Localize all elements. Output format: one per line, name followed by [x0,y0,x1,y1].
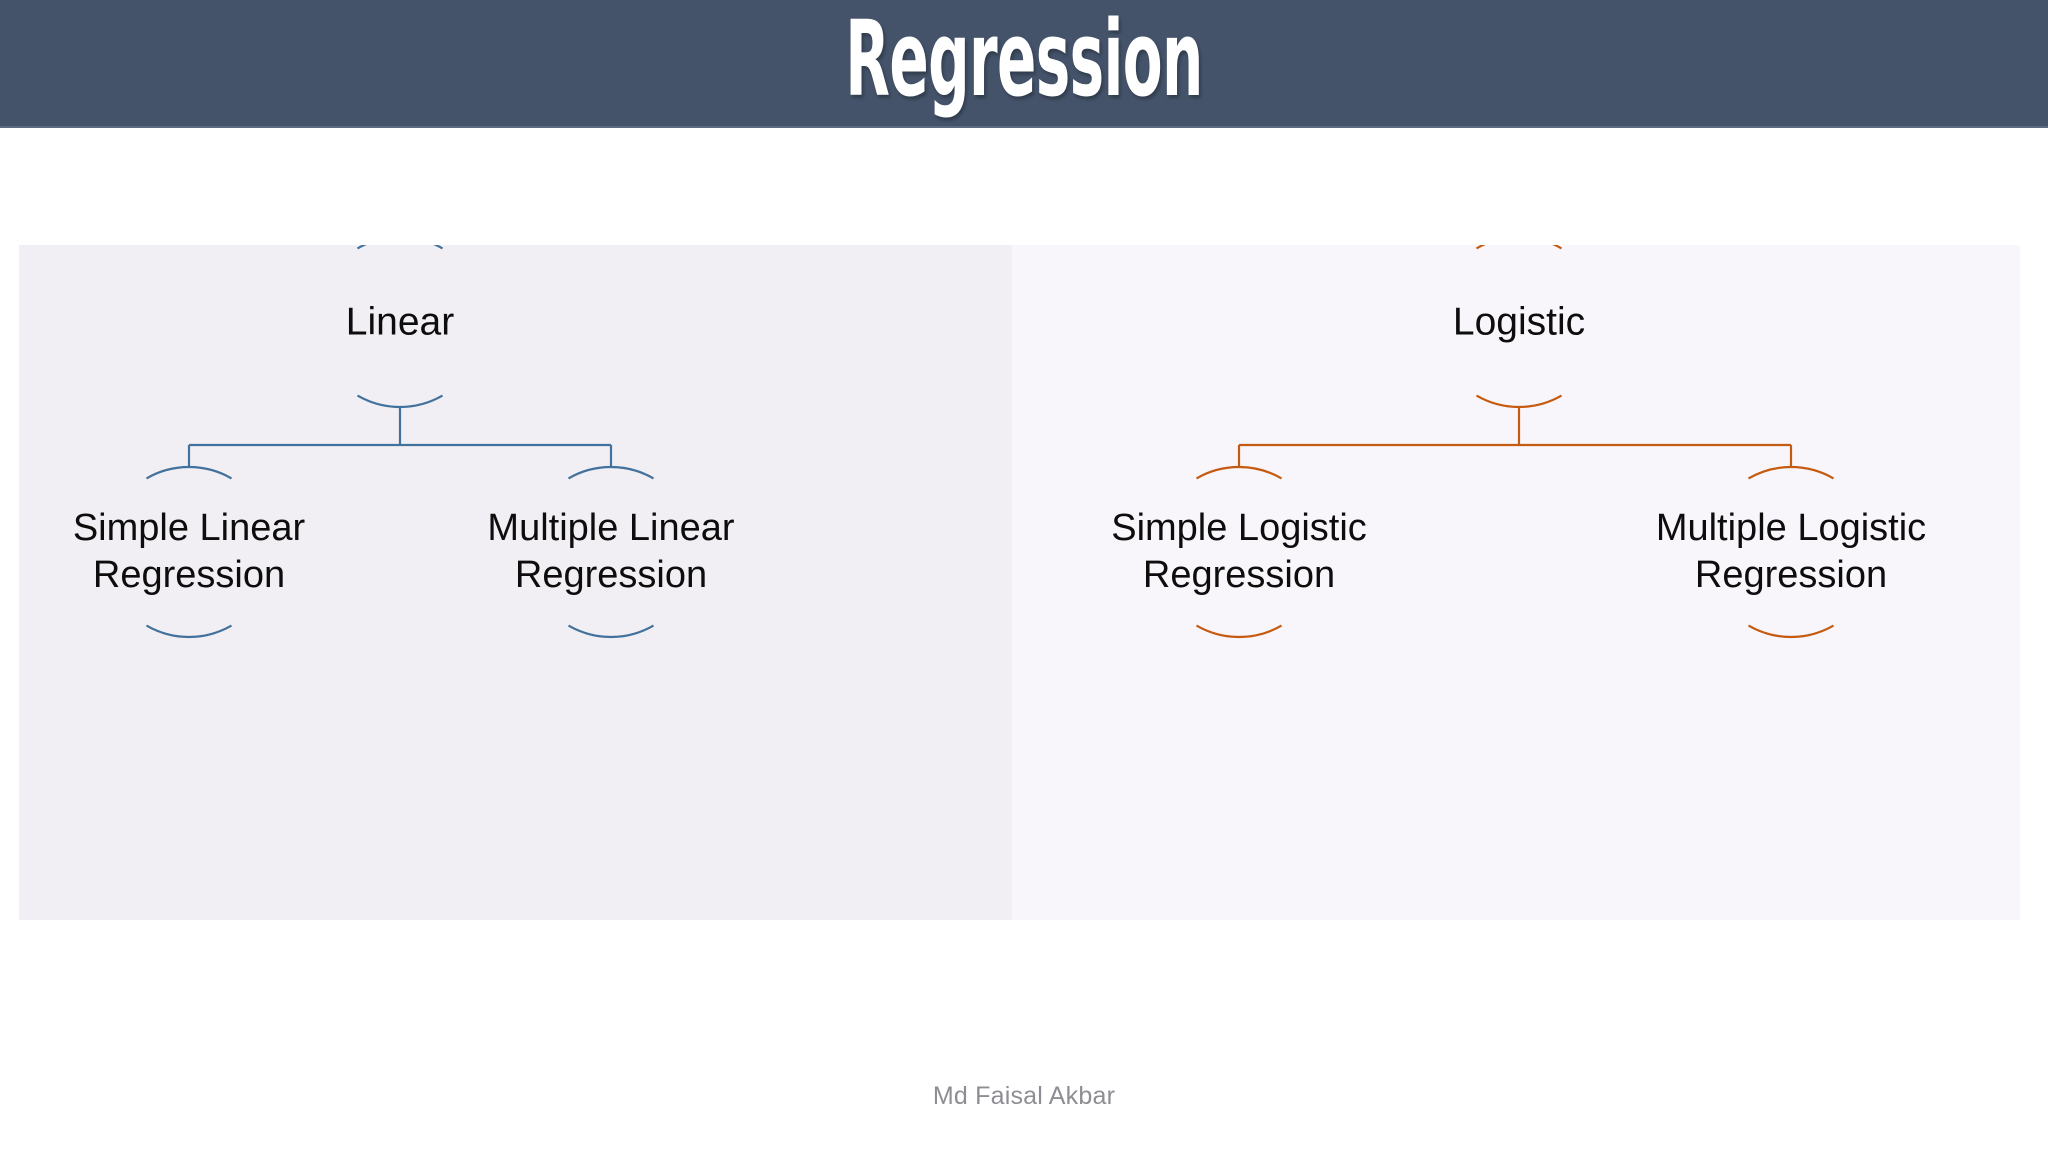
node-text-simple-logistic-line1: Simple Logistic [1111,507,1367,549]
diagram-canvas: Linear Simple Linear Regression Multiple… [19,245,2020,920]
linear-panel [19,245,1012,920]
node-text-multiple-logistic-line2: Regression [1694,554,1888,596]
node-text-multiple-linear-line2: Regression [514,554,708,596]
node-label-multiple-logistic-regression[interactable]: Multiple Logistic Regression [1656,505,1926,599]
node-text-simple-logistic-line2: Regression [1142,554,1336,596]
footer-credit: Md Faisal Akbar [932,1082,1116,1110]
node-text-multiple-logistic-line1: Multiple Logistic [1655,507,1927,549]
slide-header-band: Regression [0,0,2048,126]
logistic-panel [1012,245,2020,920]
node-text-logistic: Logistic [1452,300,1586,344]
node-text-multiple-linear-line1: Multiple Linear [487,507,735,549]
node-label-simple-logistic-regression[interactable]: Simple Logistic Regression [1111,505,1367,599]
node-label-multiple-linear-regression[interactable]: Multiple Linear Regression [487,505,734,599]
page-title: Regression [845,0,1203,120]
node-text-simple-linear-line1: Simple Linear [72,507,306,549]
node-label-simple-linear-regression[interactable]: Simple Linear Regression [73,505,305,599]
node-label-linear[interactable]: Linear [346,299,454,346]
node-text-simple-linear-line2: Regression [92,554,286,596]
node-text-linear: Linear [345,300,455,344]
node-label-logistic[interactable]: Logistic [1453,299,1585,346]
